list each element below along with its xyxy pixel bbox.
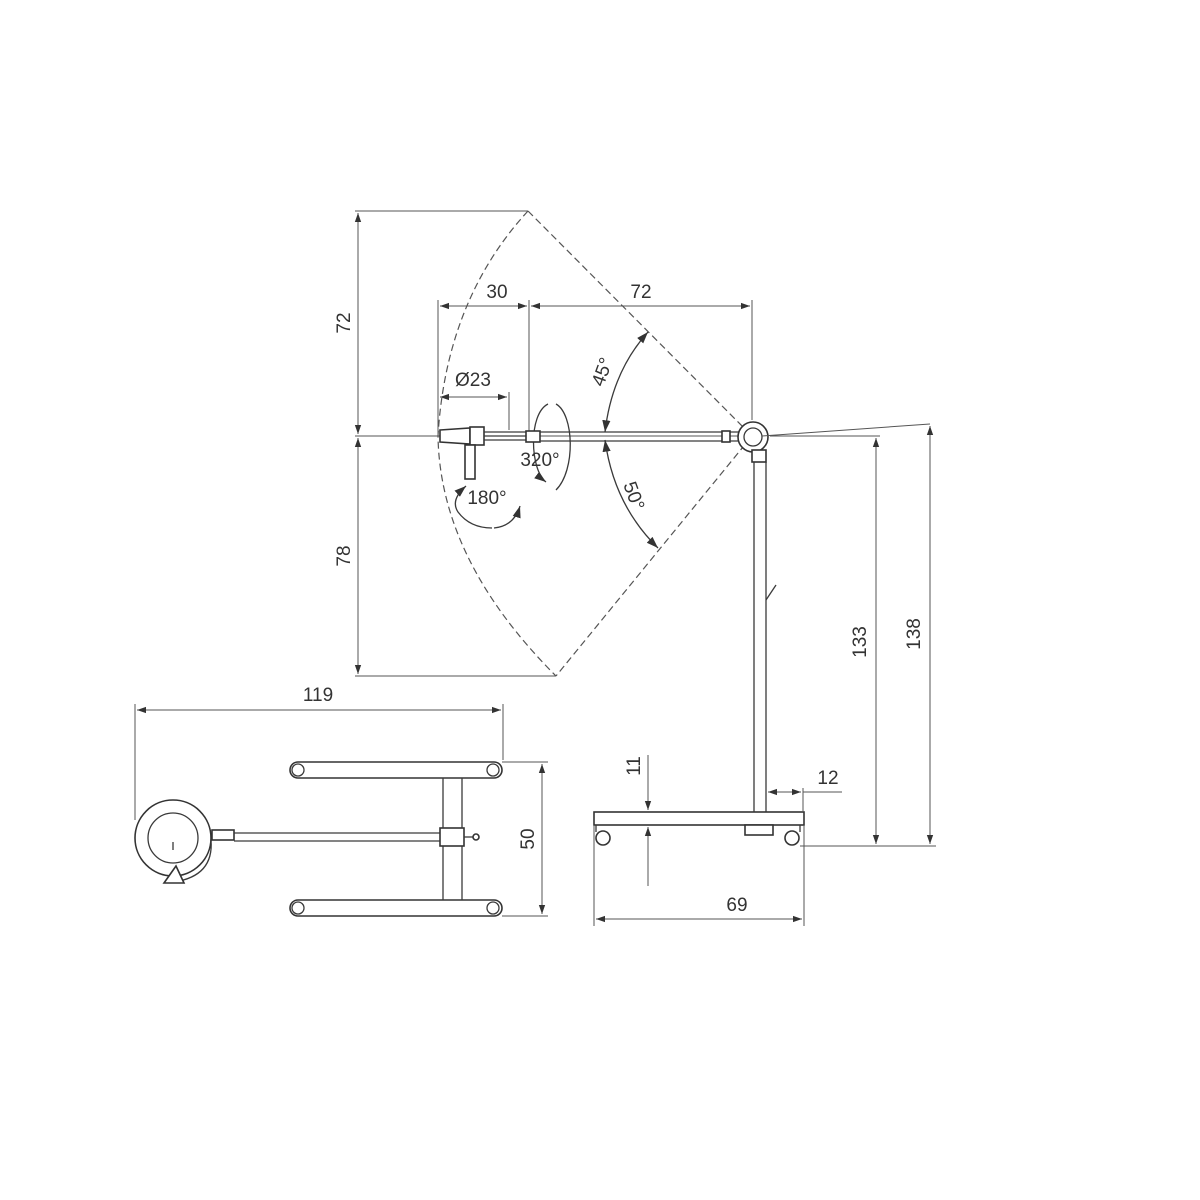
arm-length-label: 72 [630, 282, 651, 303]
total-height-label: 138 [904, 618, 925, 650]
head-diameter-label: Ø23 [455, 370, 491, 391]
top-width-label: 50 [518, 828, 539, 849]
head-rotation-indicator: 180° [454, 485, 521, 529]
side-view: 72 78 30 72 Ø23 320° [334, 210, 936, 926]
top-view: 119 [134, 685, 548, 917]
arm-rotation-label: 320° [520, 450, 559, 471]
pole [753, 462, 777, 812]
tilt-up-label: 45° [588, 355, 618, 389]
mobile-base [593, 811, 805, 846]
pole-clamp [439, 827, 465, 847]
lamp-ring [134, 799, 235, 884]
swing-lower-label: 78 [334, 545, 355, 566]
head-offset-label: 30 [486, 282, 507, 303]
head-rotation-label: 180° [467, 488, 506, 509]
pole-height-label: 133 [850, 626, 871, 658]
swing-upper-label: 72 [334, 312, 355, 333]
tilt-up-arc [602, 331, 649, 433]
base-depth-label: 69 [726, 895, 747, 916]
base-thickness-label: 11 [624, 756, 645, 776]
tilt-down-label: 50° [618, 479, 648, 513]
base-legs [289, 761, 503, 917]
arm-rotation-indicator: 320° [520, 403, 571, 491]
top-length-label: 119 [303, 685, 333, 706]
arm-joint [737, 421, 769, 463]
pole-offset-label: 12 [817, 768, 838, 789]
lamp-head [439, 426, 526, 480]
tilt-down-arc [602, 439, 659, 549]
swing-envelope [355, 210, 760, 677]
